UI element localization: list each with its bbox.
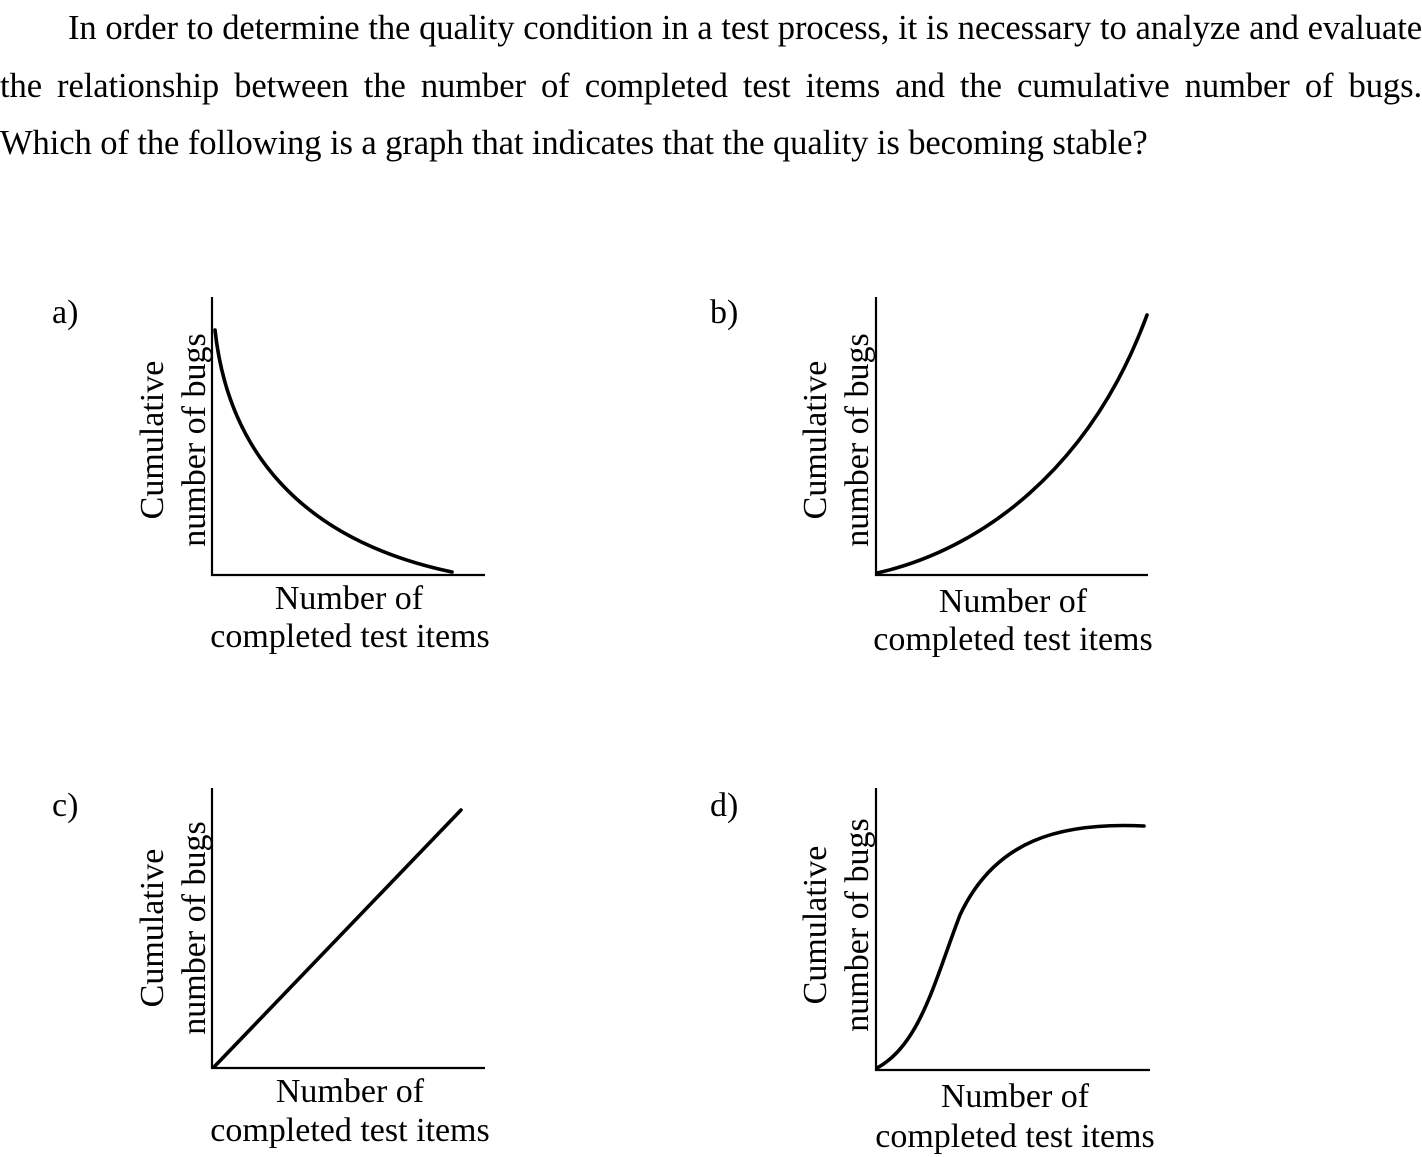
option-d-y-label-line2: number of bugs — [839, 818, 876, 1031]
option-b-label: b) — [710, 294, 738, 331]
question-text: In order to determine the quality condit… — [0, 9, 1422, 162]
option-c-label: c) — [52, 787, 78, 824]
option-b-x-label-line2: completed test items — [873, 621, 1153, 658]
option-c-y-label-line1: Cumulative — [134, 849, 171, 1008]
option-b-y-label-line2: number of bugs — [839, 333, 876, 546]
option-b-x-label-line1: Number of — [939, 583, 1088, 620]
option-b-axes — [874, 297, 1148, 577]
option-a-curve — [213, 328, 454, 574]
option-a-x-label-line1: Number of — [275, 580, 424, 617]
option-c-curve — [212, 808, 463, 1069]
option-a-y-label-line1: Cumulative — [134, 361, 171, 520]
option-b-y-label-line1: Cumulative — [797, 361, 834, 520]
option-c-y-label-line2: number of bugs — [176, 821, 213, 1034]
option-c-x-label-line1: Number of — [276, 1073, 425, 1110]
option-b: b) Cumulative number of bugs Number of c… — [710, 294, 1153, 658]
option-c-axes — [210, 788, 485, 1070]
option-d-axes — [874, 788, 1150, 1072]
option-d-x-label-line2: completed test items — [875, 1118, 1155, 1155]
option-d-curve — [875, 823, 1146, 1070]
option-a-label: a) — [52, 294, 78, 331]
option-d-x-label-line1: Number of — [941, 1078, 1090, 1115]
option-c: c) Cumulative number of bugs Number of c… — [52, 787, 490, 1149]
option-b-curve — [875, 313, 1149, 575]
option-d: d) Cumulative number of bugs Number of c… — [710, 787, 1155, 1155]
option-a-y-label-line2: number of bugs — [176, 333, 213, 546]
option-a: a) Cumulative number of bugs Number of c… — [52, 294, 490, 655]
option-c-x-label-line2: completed test items — [210, 1112, 490, 1149]
option-d-label: d) — [710, 787, 738, 824]
option-d-y-label-line1: Cumulative — [797, 846, 834, 1005]
option-a-x-label-line2: completed test items — [210, 618, 490, 655]
option-a-axes — [210, 297, 485, 577]
